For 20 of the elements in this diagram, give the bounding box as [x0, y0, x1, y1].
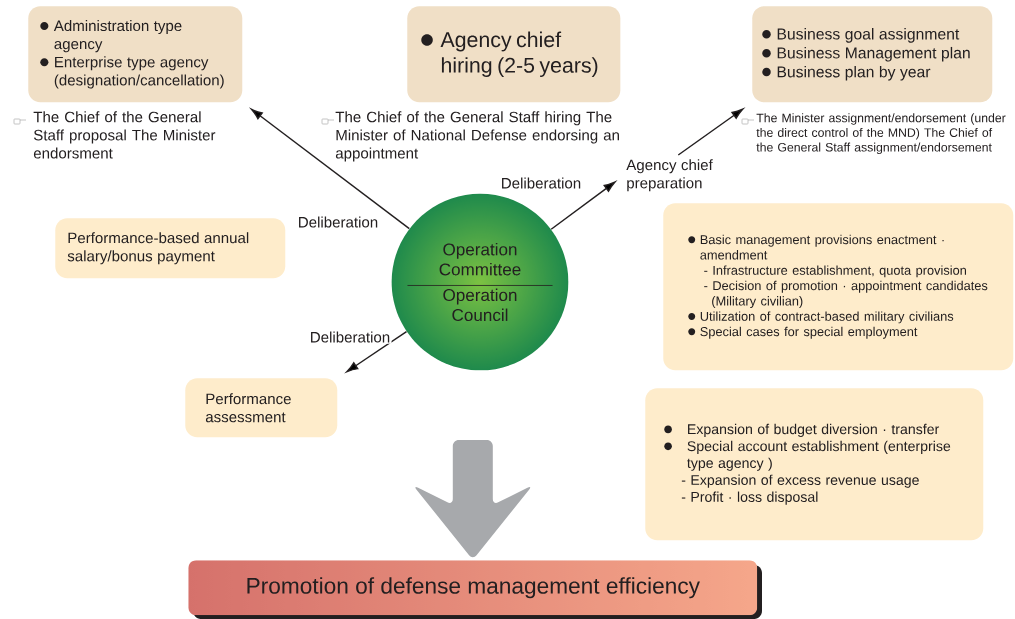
edge-label: Deliberation: [308, 330, 392, 344]
note-text: The Chief of the General Staff hiring The Minister of National Defense endorsing an appointment: [335, 111, 619, 162]
arrow: [251, 108, 411, 230]
text-box: Performance assessment: [185, 378, 338, 438]
text-label: Agency chief preparation: [626, 159, 713, 192]
text-box: Performance-based annual salary/bonus payment: [55, 218, 286, 279]
edge-label: Deliberation: [499, 176, 583, 190]
note-box: Administration type agency Enterprise type agency (designation/cancellation): [28, 6, 243, 103]
note-text: The Chief of the General Staff proposal The Minister endorsment: [33, 111, 216, 159]
big-down-arrow: [415, 440, 531, 558]
note-box: Agency chief hiring (2-5 years): [407, 6, 621, 103]
note-box: Business goal assignment Business Management plan Business plan by year: [752, 6, 993, 103]
arrow: [346, 330, 408, 373]
arrow: [677, 108, 744, 156]
note-box: Basic management provisions enactment · amendment - Infrastructure establishment, quota provision - Decision of promotion · appointment candidates (Military civilian) Utilization of contract-based military civilians Special cases for special employment: [663, 203, 1014, 371]
arrow: [550, 181, 616, 230]
note-box: Expansion of budget diversion · transfer Special account establishment (enterprise type agency ) - Expansion of excess revenue usage - Profit · loss disposal: [645, 388, 984, 541]
result-banner: Promotion of defense management efficiency: [188, 560, 762, 619]
edge-label: Deliberation: [296, 215, 380, 229]
note-text: The Minister assignment/endorsement (under the direct control of the MND) The Chief of the General Staff assignment/endorsement: [756, 113, 1006, 155]
